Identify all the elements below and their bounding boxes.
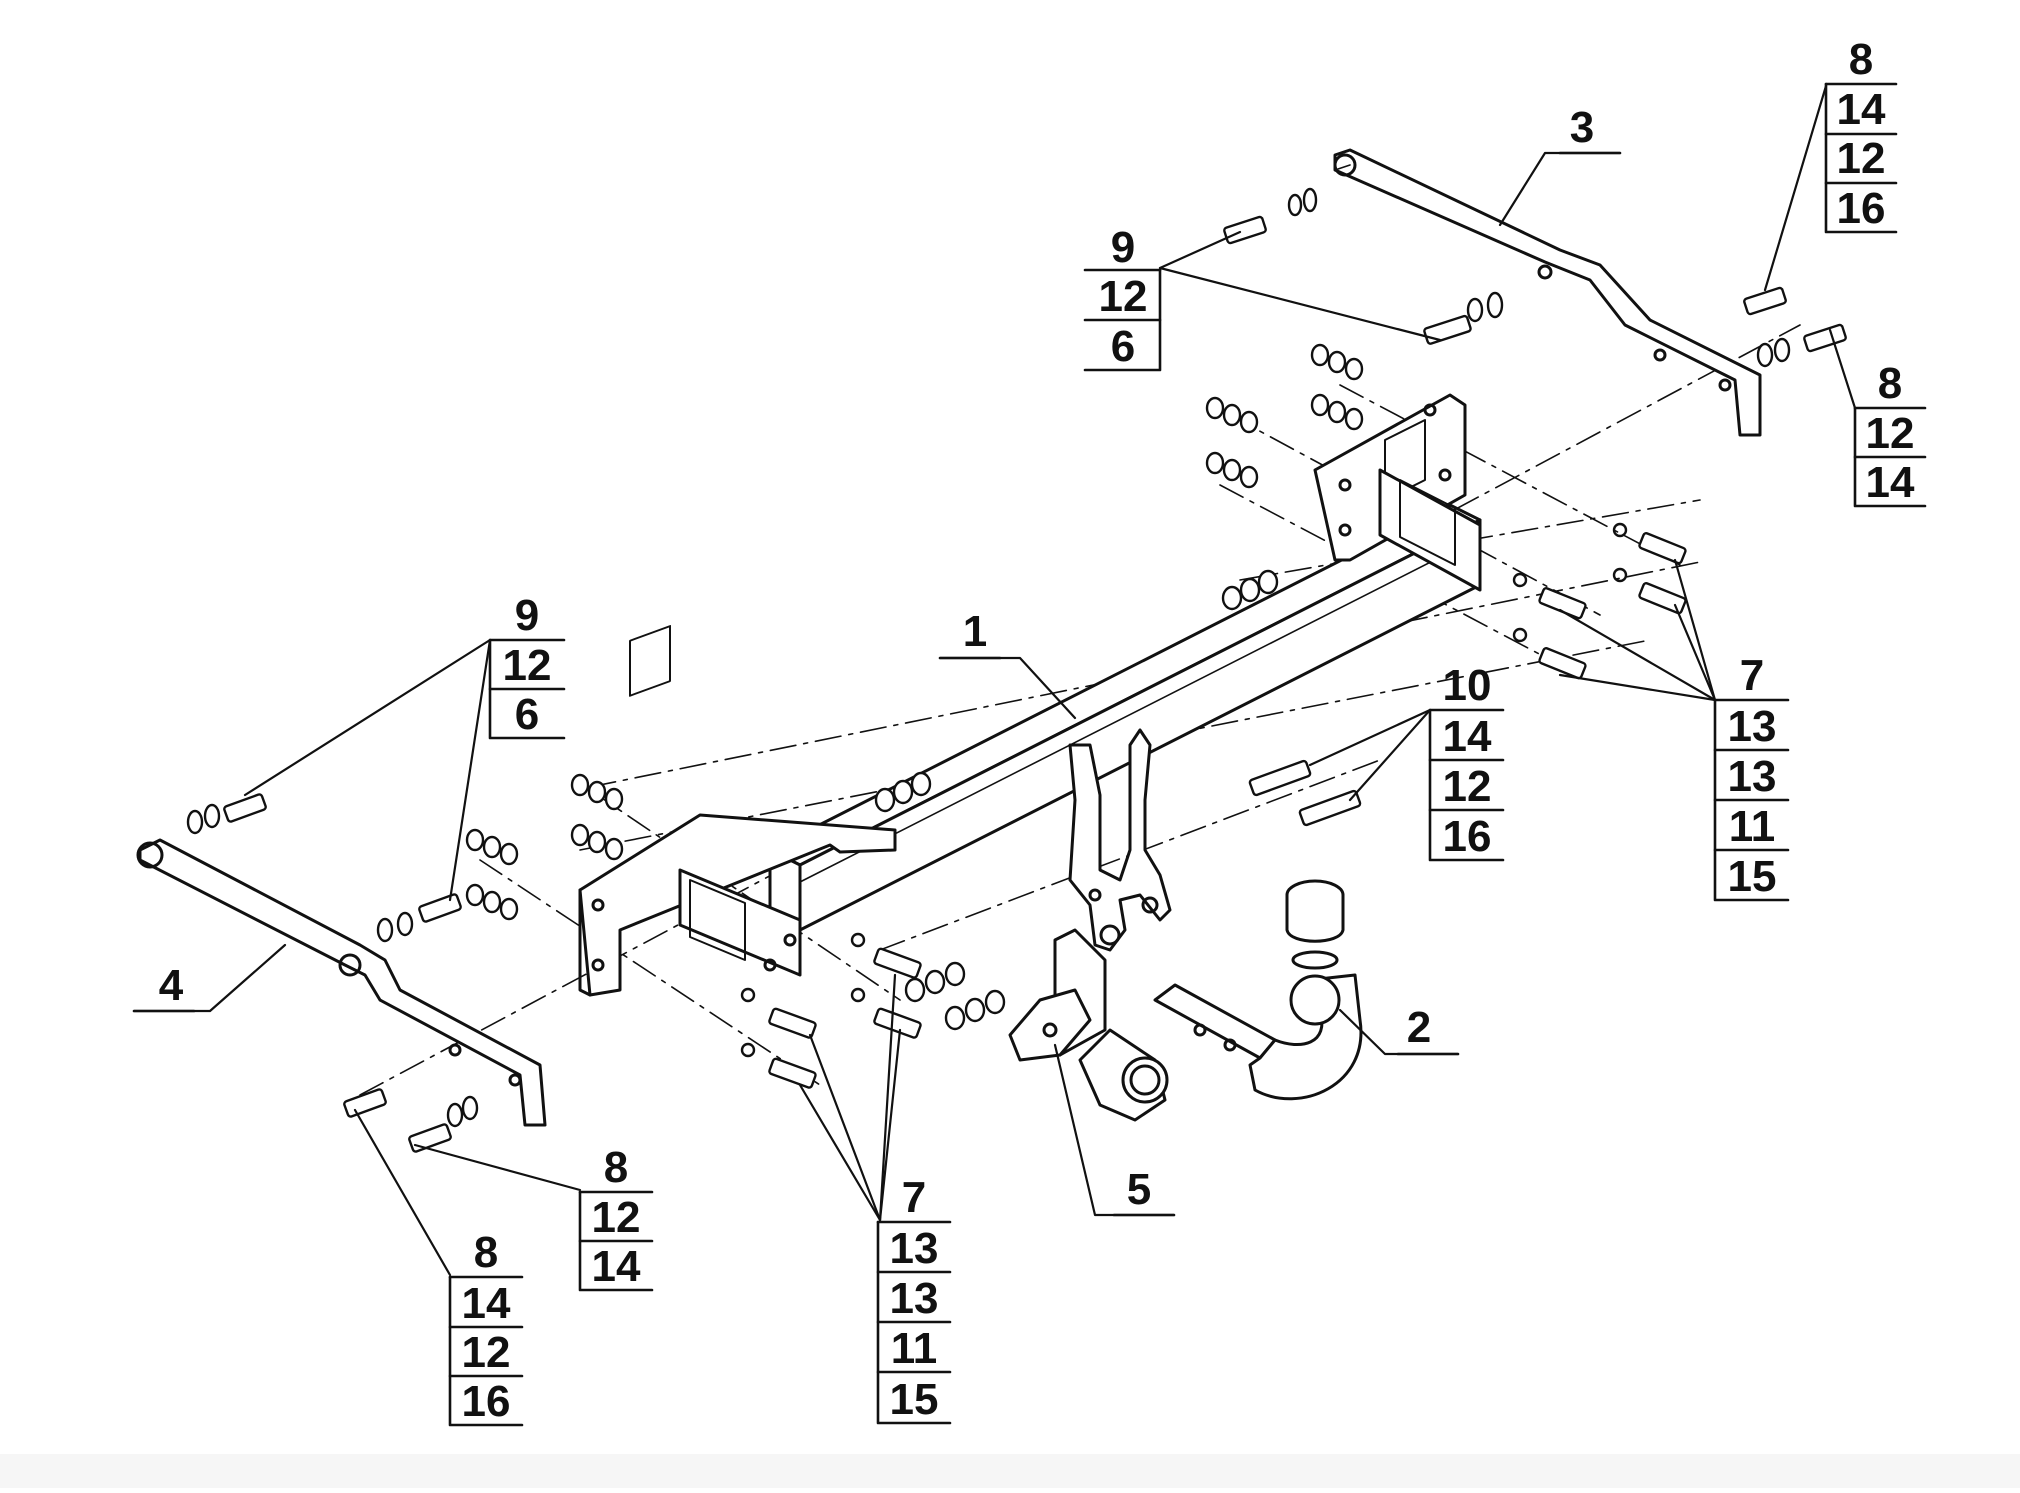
group-right-7-row-1: 13	[1728, 702, 1777, 751]
callout-4: 4	[159, 961, 184, 1010]
group-left-9-row-1: 12	[503, 641, 552, 690]
electric-socket	[1008, 928, 1169, 1122]
group-left-9-head: 9	[515, 591, 539, 640]
callout-2: 2	[1407, 1003, 1431, 1052]
group-bottom-8b-head: 8	[474, 1228, 498, 1277]
fasteners	[186, 187, 1847, 1153]
group-right-7-row-3: 11	[1729, 802, 1776, 851]
group-bottom-7-row-2: 13	[890, 1274, 939, 1323]
group-top-right-8a-row-3: 16	[1837, 184, 1886, 233]
side-bracket-left	[136, 838, 547, 1127]
right-mounting-plate	[1313, 393, 1482, 592]
group-top-right-8a-row-2: 12	[1837, 134, 1886, 183]
group-right-8b-head: 8	[1878, 359, 1902, 408]
group-bottom-8a-row-1: 12	[592, 1193, 641, 1242]
group-center-10-row-1: 14	[1443, 712, 1492, 761]
group-bottom-8b-row-1: 14	[462, 1279, 511, 1328]
group-top-right-8a-head: 8	[1849, 35, 1873, 84]
group-center-10-row-3: 16	[1443, 812, 1492, 861]
group-right-7-head: 7	[1740, 651, 1764, 700]
left-mounting-plate	[578, 625, 897, 997]
group-left-9-row-2: 6	[515, 690, 539, 739]
group-right-8b-row-2: 14	[1866, 458, 1915, 507]
group-center-10-head: 10	[1443, 661, 1492, 710]
label-frames	[132, 82, 1927, 1427]
group-bottom-7-row-1: 13	[890, 1224, 939, 1273]
group-bottom-8b-row-3: 16	[462, 1377, 511, 1426]
footer-strip	[0, 1454, 2020, 1488]
group-right-8b-row-1: 12	[1866, 409, 1915, 458]
side-bracket-right	[1333, 148, 1762, 437]
callout-5: 5	[1127, 1165, 1151, 1214]
group-bottom-8b-row-2: 12	[462, 1328, 511, 1377]
group-top-left-9-head: 9	[1111, 223, 1135, 272]
group-right-7-row-4: 15	[1728, 852, 1777, 901]
group-top-left-9-row-2: 6	[1111, 322, 1135, 371]
group-bottom-7-row-3: 11	[891, 1324, 938, 1373]
callout-1: 1	[963, 607, 987, 656]
group-bottom-8a-row-2: 14	[592, 1242, 641, 1291]
main-crossbeam	[768, 503, 1482, 932]
group-right-7-row-2: 13	[1728, 752, 1777, 801]
group-top-left-9-row-1: 12	[1099, 272, 1148, 321]
tow-ball-assembly	[1153, 879, 1363, 1101]
group-bottom-7-row-4: 15	[890, 1375, 939, 1424]
group-bottom-7-head: 7	[902, 1173, 926, 1222]
group-bottom-8a-head: 8	[604, 1143, 628, 1192]
callout-3: 3	[1570, 103, 1594, 152]
group-center-10-row-2: 12	[1443, 762, 1492, 811]
group-top-right-8a-row-1: 14	[1837, 85, 1886, 134]
center-bracket	[1068, 728, 1172, 952]
